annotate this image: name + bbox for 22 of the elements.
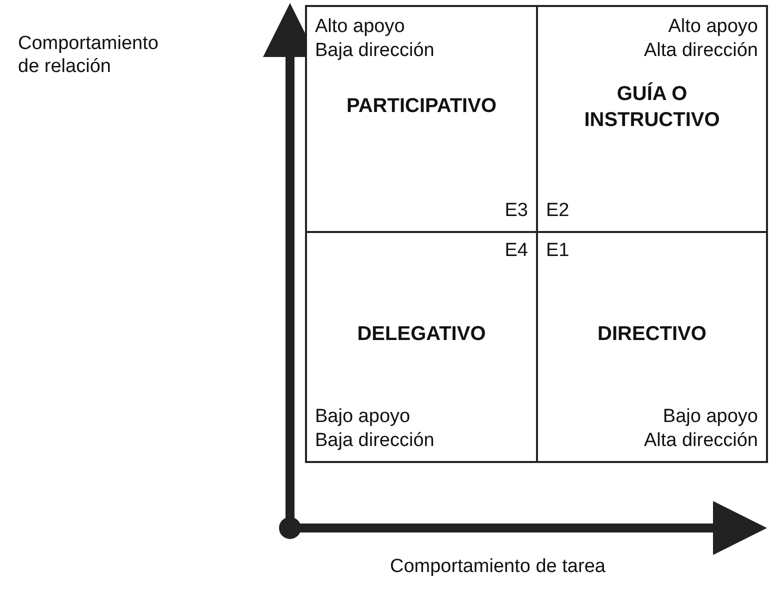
style-name: DELEGATIVO [356, 322, 487, 347]
quadrant-text: Baja dirección [315, 429, 434, 453]
quadrant-box [305, 231, 538, 463]
quadrant-text: Bajo apoyo [662, 405, 758, 429]
quadrant-text: Bajo apoyo [315, 405, 410, 429]
quadrant-text: Alta dirección [644, 429, 758, 453]
style-code: E3 [504, 199, 528, 223]
style-code: E1 [546, 239, 570, 263]
quadrant-text: Alto apoyo [315, 15, 405, 39]
quadrant-box [536, 5, 768, 233]
axis-label: Comportamiento de relación [18, 32, 160, 78]
style-name: DIRECTIVO [596, 322, 708, 347]
style-name: PARTICIPATIVO [346, 94, 498, 119]
quadrant-text: Alto apoyo [668, 15, 758, 39]
quadrant-box [305, 5, 538, 233]
quadrant-text: Alta dirección [644, 39, 758, 63]
style-code: E2 [546, 199, 570, 223]
quadrant-text: Baja dirección [315, 39, 434, 63]
style-code: E4 [504, 239, 528, 263]
axis-label: Comportamiento de tarea [390, 555, 606, 578]
quadrant-box [536, 231, 768, 463]
style-name: GUÍA O INSTRUCTIVO [583, 81, 721, 133]
